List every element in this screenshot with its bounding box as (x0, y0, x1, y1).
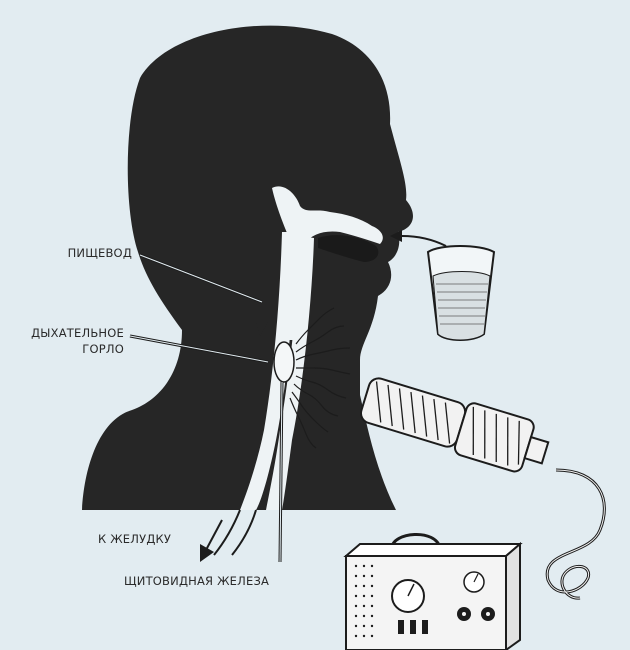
to-stomach-shaft (206, 520, 222, 550)
radiation-probe-icon (357, 372, 553, 479)
label-esophagus: ПИЩЕВОД (30, 246, 132, 261)
label-thyroid: ЩИТОВИДНАЯ ЖЕЛЕЗА (124, 574, 269, 589)
tube-below (214, 510, 256, 555)
label-to-stomach: К ЖЕЛУДКУ (98, 532, 171, 547)
label-windpipe-line2: ГОРЛО (12, 342, 124, 357)
head-silhouette (82, 26, 413, 510)
drink-arrow (402, 236, 446, 246)
probe-cable (547, 470, 604, 598)
glass-of-water-icon (428, 246, 494, 340)
thyroid-gland (274, 342, 294, 382)
probe-cable-inner (547, 470, 604, 598)
label-windpipe-line1: ДЫХАТЕЛЬНОЕ (12, 326, 124, 341)
radiation-counter-icon (346, 534, 520, 650)
